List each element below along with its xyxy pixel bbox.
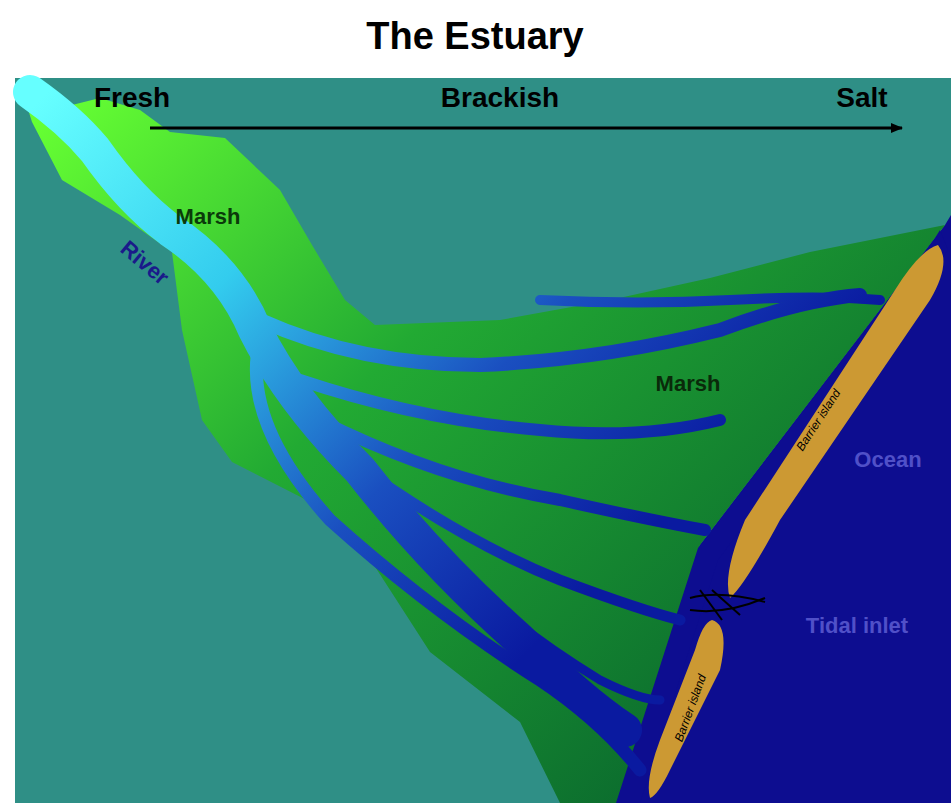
salinity-arrow [150, 127, 902, 130]
tidal-inlet-arrows [690, 590, 765, 620]
background [15, 78, 951, 803]
barrier-island [728, 245, 944, 598]
title: The Estuary [366, 17, 584, 55]
barrier-island [649, 620, 724, 798]
salinity-label: Fresh [94, 84, 170, 112]
marsh-label: Marsh [656, 373, 721, 395]
salinity-label: Brackish [441, 84, 559, 112]
river-channels [30, 92, 880, 770]
salinity-label: Salt [836, 84, 887, 112]
ocean-label: Ocean [854, 449, 921, 471]
inlet-label: Tidal inlet [806, 615, 908, 637]
marsh-label: Marsh [176, 206, 241, 228]
marsh [20, 84, 945, 803]
